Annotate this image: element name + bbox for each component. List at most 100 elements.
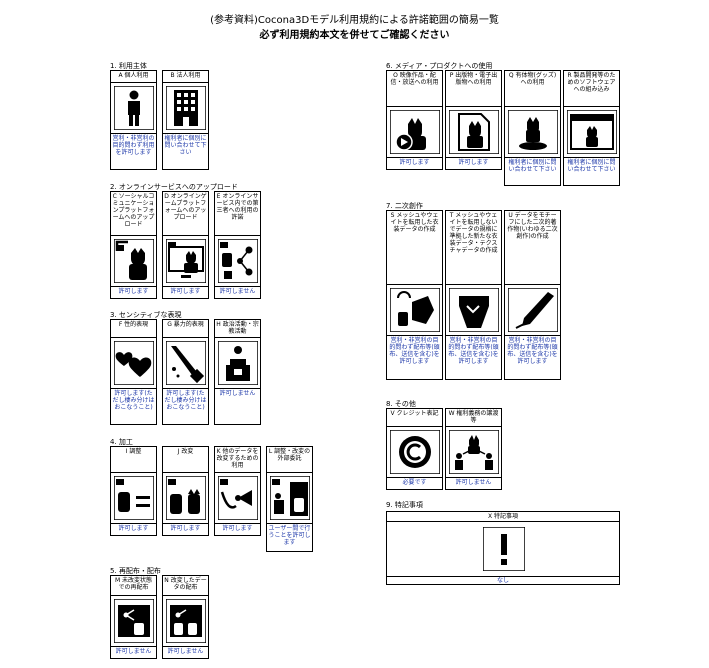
ribbon-bow-icon [215, 473, 260, 524]
page-title: (参考資料)Cocona3Dモデル利用規約による許諾範囲の簡易一覧 [210, 15, 499, 26]
section-title-modification: 4. 加工 [110, 438, 133, 446]
permission-text: 許可しません [115, 648, 152, 655]
license-cell-X: X 特記事項 なし [386, 511, 620, 585]
license-cell-O: O 映像作品・配信・放送への利用 許可します [386, 70, 443, 170]
modify-cats-icon [163, 473, 208, 524]
software-window-icon [564, 107, 619, 158]
upload-social-icon [111, 236, 156, 287]
texture-data-icon [446, 285, 501, 336]
permission-text: 許可します [118, 288, 149, 295]
permission-text: ユーザー間で行うことを許可します [268, 525, 311, 546]
item-label: V クレジット表記 [387, 409, 442, 427]
permission-text: 許可します [222, 525, 253, 532]
section-title-special-notes: 9. 特記事項 [386, 501, 423, 509]
permission-text: 営利・非営利の目的問わず配布等(頒布、送信を含む)を許可します [389, 337, 440, 365]
distribute-modified-icon [163, 596, 208, 647]
permission-text: なし [496, 577, 509, 584]
permission-text: 営利・非営利の目的問わず利用を許可します [112, 135, 155, 156]
section-title-sensitive: 3. センシティブな表現 [110, 311, 182, 319]
permission-text: 許可します(ただし棲み分けはおこなうこと) [164, 390, 207, 411]
license-cell-W: W 権利義務の譲渡等 許可しません [445, 408, 502, 490]
permission-text: 権利者に個別に問い合わせて下さい [508, 159, 557, 173]
license-cell-U: U データをモチーフにした二次的著作物(いわゆる二次創作)の作成 営利・非営利の… [504, 210, 561, 380]
item-label: H 政治活動・宗教活動 [215, 320, 260, 338]
permission-text: 許可しません [219, 390, 256, 397]
permission-text: 許可します [170, 525, 201, 532]
permission-text: 許可します [458, 159, 489, 166]
license-cell-P: P 出版物・電子出版物への利用 許可します [445, 70, 502, 170]
share-third-party-icon [215, 236, 260, 287]
item-label: D オンラインゲームプラットフォームへのアップロード [163, 192, 208, 236]
license-cell-R: R 製品開発等のためのソフトウェアへの組み込み 権利者に個別に問い合わせて下さい [563, 70, 620, 186]
item-label: B 法人利用 [163, 71, 208, 83]
license-cell-N: N 改変したデータの配布 許可しません [162, 575, 209, 659]
license-cell-H: H 政治活動・宗教活動 許可しません [214, 319, 261, 425]
section-title-usage-subject: 1. 利用主体 [110, 62, 147, 70]
item-label: L 調整・改変の外部委託 [267, 447, 312, 473]
adjust-equals-icon [111, 473, 156, 524]
license-cell-V: V クレジット表記 必要です [386, 408, 443, 490]
item-label: F 性的表現 [111, 320, 156, 338]
item-label: K 他のデータを改変するための利用 [215, 447, 260, 473]
permission-text: 許可します [170, 288, 201, 295]
goods-figure-icon [505, 107, 560, 158]
license-cell-B: B 法人利用 権利者に個別に問い合わせて下さい [162, 70, 209, 170]
license-cell-T: T メッシュやウェイトを転用しないでデータの規格に準拠した新たな衣装データ・テク… [445, 210, 502, 380]
video-play-icon [387, 107, 442, 158]
office-building-icon [163, 83, 208, 134]
section-title-derivative: 7. 二次創作 [386, 202, 423, 210]
license-cell-C: C ソーシャルコミュニケーションプラットフォームへのアップロード 許可します [110, 191, 157, 299]
permission-text: 必要です [402, 479, 427, 486]
permission-text: 権利者に個別に問い合わせて下さい [567, 159, 616, 173]
item-label: E オンラインサービス内での第三者への利用の許諾 [215, 192, 260, 236]
pen-nib-icon [505, 285, 560, 336]
person-icon [111, 83, 156, 134]
license-cell-S: S メッシュやウェイトを転用した衣装データの作成 営利・非営利の目的問わず配布等… [386, 210, 443, 380]
item-label: N 改変したデータの配布 [163, 576, 208, 596]
item-label: O 映像作品・配信・放送への利用 [387, 71, 442, 107]
item-label: P 出版物・電子出版物への利用 [446, 71, 501, 107]
section-title-redistribution: 5. 再配布・配布 [110, 567, 161, 575]
license-cell-G: G 暴力的表現 許可します(ただし棲み分けはおこなうこと) [162, 319, 209, 425]
item-label: G 暴力的表現 [163, 320, 208, 338]
permission-text: 営利・非営利の目的問わず配布等(頒布、送信を含む)を許可します [507, 337, 558, 365]
item-label: R 製品開発等のためのソフトウェアへの組み込み [564, 71, 619, 107]
item-label: M 未改変状態での再配布 [111, 576, 156, 596]
item-label: W 権利義務の譲渡等 [446, 409, 501, 427]
permission-text: 許可します(ただし棲み分けはおこなうこと) [112, 390, 155, 411]
license-cell-M: M 未改変状態での再配布 許可しません [110, 575, 157, 659]
permission-text: 権利者に個別に問い合わせて下さい [164, 135, 207, 156]
heart-icon [111, 338, 156, 389]
license-cell-J: J 改変 許可します [162, 446, 209, 536]
permission-text: 営利・非営利の目的問わず配布等(頒布、送信を含む)を許可します [448, 337, 499, 365]
license-cell-L: L 調整・改変の外部委託 ユーザー間で行うことを許可します [266, 446, 313, 552]
item-label: S メッシュやウェイトを転用した衣装データの作成 [387, 211, 442, 285]
permission-text: 許可しません [219, 288, 256, 295]
redistribute-icon [111, 596, 156, 647]
publication-icon [446, 107, 501, 158]
section-title-media: 6. メディア・プロダクトへの使用 [386, 62, 493, 70]
license-cell-K: K 他のデータを改変するための利用 許可します [214, 446, 261, 536]
podium-speaker-icon [215, 338, 260, 389]
copyright-icon [387, 427, 442, 478]
exclamation-icon [387, 522, 619, 577]
item-label: J 改変 [163, 447, 208, 473]
permission-text: 許可します [399, 159, 430, 166]
costume-mesh-icon [387, 285, 442, 336]
knife-icon [163, 338, 208, 389]
section-title-online-upload: 2. オンラインサービスへのアップロード [110, 183, 238, 191]
permission-text: 許可しません [167, 648, 204, 655]
item-label: A 個人利用 [111, 71, 156, 83]
item-label: C ソーシャルコミュニケーションプラットフォームへのアップロード [111, 192, 156, 236]
permission-text: 許可します [118, 525, 149, 532]
item-label: T メッシュやウェイトを転用しないでデータの規格に準拠した新たな衣装データ・テク… [446, 211, 501, 285]
license-cell-E: E オンラインサービス内での第三者への利用の許諾 許可しません [214, 191, 261, 299]
item-label: U データをモチーフにした二次的著作物(いわゆる二次創作)の作成 [505, 211, 560, 285]
section-title-other: 8. その他 [386, 400, 416, 408]
license-cell-D: D オンラインゲームプラットフォームへのアップロード 許可します [162, 191, 209, 299]
page-subtitle: 必ず利用規約本文を併せてご確認ください [259, 30, 450, 41]
outsource-icon [267, 473, 312, 524]
license-cell-F: F 性的表現 許可します(ただし棲み分けはおこなうこと) [110, 319, 157, 425]
game-platform-icon [163, 236, 208, 287]
license-cell-A: A 個人利用 営利・非営利の目的問わず利用を許可します [110, 70, 157, 170]
